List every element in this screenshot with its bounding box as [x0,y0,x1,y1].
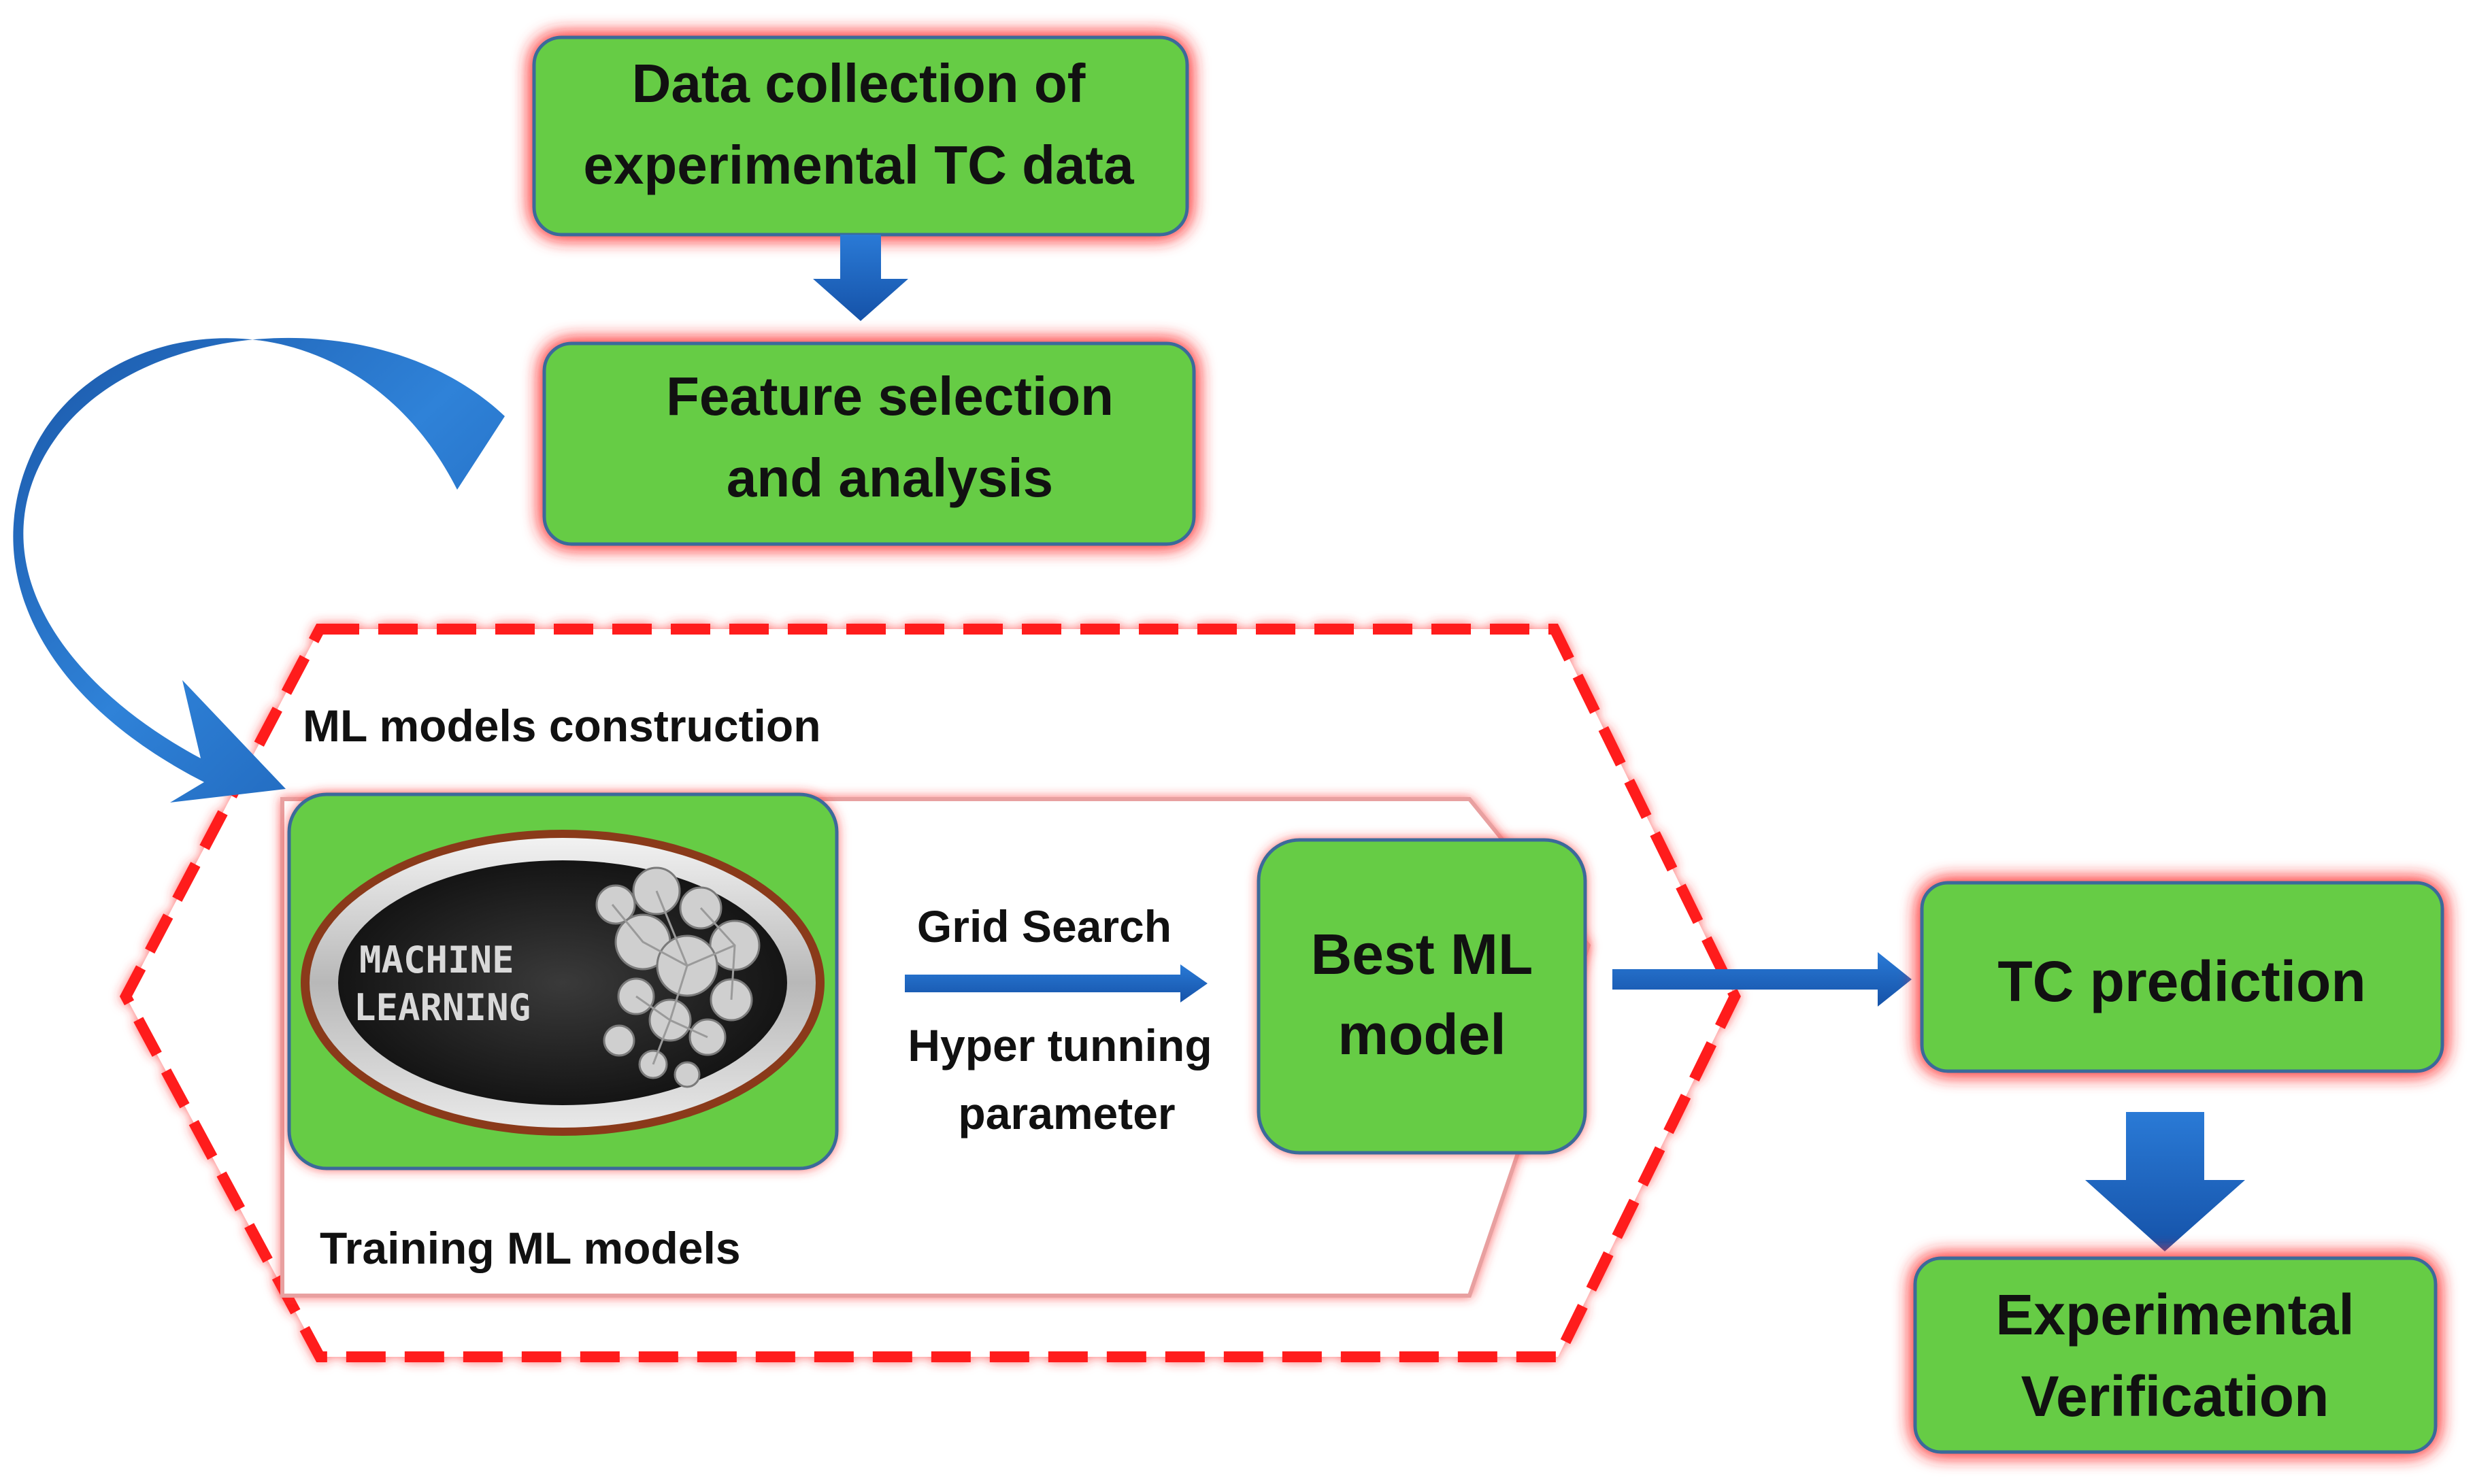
experimental-verification-line1: Experimental [1995,1283,2355,1347]
experimental-verification-box [1913,1256,2438,1454]
data-collection-line2: experimental TC data [583,135,1134,195]
logo-text-line2: LEARNING [354,986,531,1029]
training-label: Training ML models [320,1223,741,1273]
ml-construction-label: ML models construction [303,701,821,751]
arrow-down-2 [2085,1112,2245,1251]
best-model-line1: Best ML [1311,922,1533,986]
grid-search-arrow [905,964,1208,1002]
hyper-tuning-line2: parameter [958,1088,1175,1139]
grid-search-label: Grid Search [917,901,1172,951]
experimental-verification-line2: Verification [2021,1364,2329,1428]
best-model-line2: model [1338,1002,1506,1066]
machine-learning-logo: MACHINE LEARNING [301,830,825,1136]
arrow-to-prediction [1612,952,1912,1007]
tc-prediction-label: TC prediction [1997,949,2365,1013]
arrow-down-1 [813,235,908,321]
tc-prediction-box [1920,881,2444,1073]
logo-text-line1: MACHINE [359,939,514,981]
curved-arrow [13,337,505,803]
data-collection-line1: Data collection of [632,53,1086,114]
feature-selection-line1: Feature selection [666,366,1114,426]
hyper-tuning-line1: Hyper tunning [908,1020,1212,1070]
best-model-box [1257,838,1587,1155]
feature-selection-box [542,341,1196,546]
feature-selection-line2: and analysis [727,448,1053,508]
